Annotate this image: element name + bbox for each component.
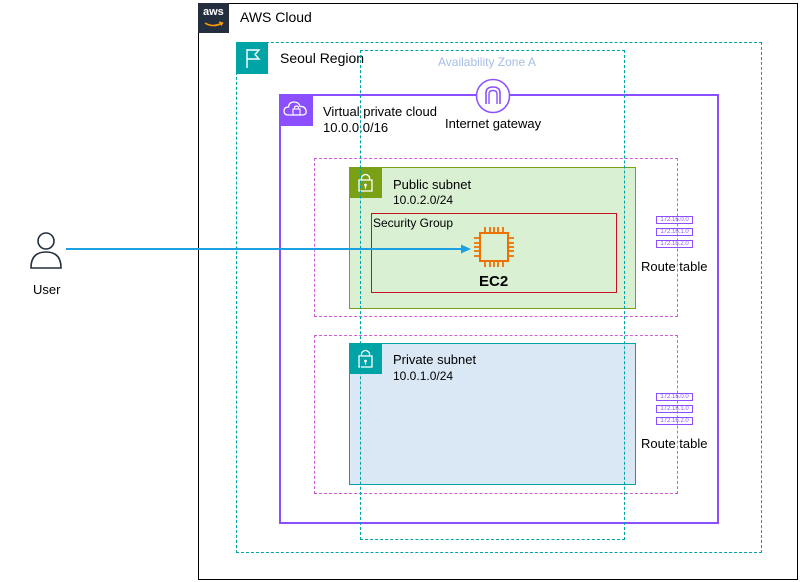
route-table-private-icon: 172.16.0.0 172.16.1.0 172.16.2.0 <box>656 393 693 425</box>
availability-zone-group <box>360 50 625 540</box>
vpc-label: Virtual private cloud <box>323 104 437 119</box>
aws-cloud-group <box>198 3 798 580</box>
public-subnet <box>349 167 636 309</box>
aws-cloud-label: AWS Cloud <box>240 9 312 25</box>
public-subnet-label: Public subnet <box>393 177 472 192</box>
route-table-public-row: 172.16.0.0 <box>656 216 693 224</box>
route-table-public-icon: 172.16.0.0 172.16.1.0 172.16.2.0 <box>656 216 693 248</box>
aws-smile-icon <box>204 21 224 27</box>
route-table-public-row: 172.16.1.0 <box>656 228 693 236</box>
route-table-private-row: 172.16.1.0 <box>656 405 693 413</box>
private-subnet <box>349 343 636 485</box>
internet-gateway-icon <box>475 78 511 114</box>
private-subnet-label: Private subnet <box>393 352 477 367</box>
ec2-label: EC2 <box>479 273 509 290</box>
user-label: User <box>33 282 61 297</box>
vpc-cidr: 10.0.0.0/16 <box>323 120 389 135</box>
availability-zone-label: Availability Zone A <box>438 55 536 69</box>
public-subnet-outer-group <box>314 158 678 317</box>
aws-logo-text: aws <box>203 6 224 18</box>
route-table-public-row: 172.16.2.0 <box>656 240 693 248</box>
public-subnet-cidr: 10.0.2.0/24 <box>393 193 454 207</box>
region-label: Seoul Region <box>280 50 365 66</box>
aws-logo: aws <box>198 3 229 33</box>
route-table-private-row: 172.16.2.0 <box>656 417 693 425</box>
user-icon <box>28 230 64 270</box>
security-group-label: Security Group <box>373 216 454 230</box>
route-table-private-label: Route table <box>641 436 708 451</box>
region-group <box>236 42 762 553</box>
security-group <box>371 213 617 293</box>
ec2-chip-icon <box>470 223 518 271</box>
region-flag-icon <box>236 42 268 74</box>
route-table-public-label: Route table <box>641 259 708 274</box>
vpc-cloud-icon <box>279 94 313 126</box>
public-subnet-lock-icon <box>349 167 382 198</box>
internet-gateway-label: Internet gateway <box>445 116 542 131</box>
private-subnet-lock-icon <box>349 343 382 374</box>
route-table-private-row: 172.16.0.0 <box>656 393 693 401</box>
private-subnet-cidr: 10.0.1.0/24 <box>393 369 454 383</box>
private-subnet-outer-group <box>314 335 678 494</box>
